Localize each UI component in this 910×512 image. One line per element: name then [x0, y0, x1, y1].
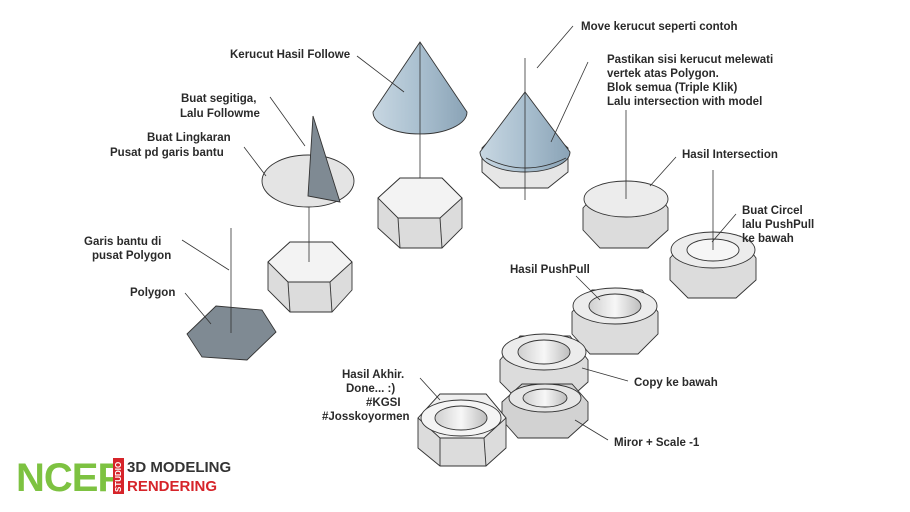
label-garis-2: pusat Polygon: [92, 250, 171, 262]
label-akhir-4: #Josskoyormen: [322, 411, 410, 423]
label-pastikan-4: Lalu intersection with model: [607, 96, 762, 108]
copy-leader: [581, 367, 629, 382]
label-pushpull: Hasil PushPull: [510, 264, 590, 276]
label-intersection: Hasil Intersection: [682, 149, 778, 161]
akhir-leader: [419, 377, 441, 401]
cone-result: [372, 41, 468, 135]
hex-prism-1: [267, 241, 353, 313]
label-akhir-2: Done... :): [346, 383, 395, 395]
logo-studio-badge: [113, 458, 124, 494]
label-lingkaran-2: Pusat pd garis bantu: [110, 147, 224, 159]
intersection-result: [582, 110, 669, 249]
polygon-shape: [186, 305, 277, 361]
kerucut-leader: [356, 55, 405, 93]
logo-studio: STUDIO: [114, 462, 123, 492]
segitiga-leader: [269, 96, 306, 147]
mirrored-nut-bottom: [501, 383, 589, 439]
label-circel-1: Buat Circel: [742, 205, 803, 217]
hex-prism-2: [377, 177, 463, 249]
label-copy: Copy ke bawah: [634, 377, 718, 389]
label-kerucut: Kerucut Hasil Followe: [230, 49, 350, 61]
label-segitiga-1: Buat segitiga,: [181, 93, 256, 105]
label-lingkaran-1: Buat Lingkaran: [147, 132, 231, 144]
label-pastikan-3: Blok semua (Triple Klik): [607, 82, 738, 94]
intersection-leader: [649, 156, 677, 187]
label-akhir-3: #KGSI: [366, 397, 401, 409]
label-pastikan-2: vertek atas Polygon.: [607, 68, 719, 80]
label-pastikan-1: Pastikan sisi kerucut melewati: [607, 54, 773, 66]
label-circel-3: ke bawah: [742, 233, 794, 245]
label-polygon: Polygon: [130, 287, 175, 299]
logo-brand: NCEP: [16, 456, 123, 500]
pastikan-leader: [550, 61, 589, 143]
final-nut: [417, 393, 507, 467]
label-circel-2: lalu PushPull: [742, 219, 814, 231]
label-move: Move kerucut seperti contoh: [581, 21, 738, 33]
cone-in-prism: [479, 58, 571, 200]
pushpull-result: [571, 287, 659, 355]
move-leader: [536, 25, 574, 69]
triangle-profile: [307, 115, 341, 203]
label-miror: Miror + Scale -1: [614, 437, 700, 449]
logo-line-2: RENDERING: [127, 478, 217, 495]
polygon-leader: [184, 292, 212, 325]
lingkaran-leader: [243, 146, 267, 177]
circle-profile: [261, 154, 355, 208]
label-akhir-1: Hasil Akhir.: [342, 369, 404, 381]
label-garis-1: Garis bantu di: [84, 236, 161, 248]
logo-line-1: 3D MODELING: [127, 459, 231, 476]
circel-leader: [711, 213, 737, 243]
garis-leader: [181, 239, 230, 271]
miror-leader: [574, 419, 609, 441]
studio-logo: NCEP STUDIO 3D MODELING RENDERING: [16, 456, 231, 500]
circle-on-nut: [669, 170, 757, 299]
label-segitiga-2: Lalu Followme: [180, 108, 260, 120]
pushpull-leader: [575, 275, 601, 301]
